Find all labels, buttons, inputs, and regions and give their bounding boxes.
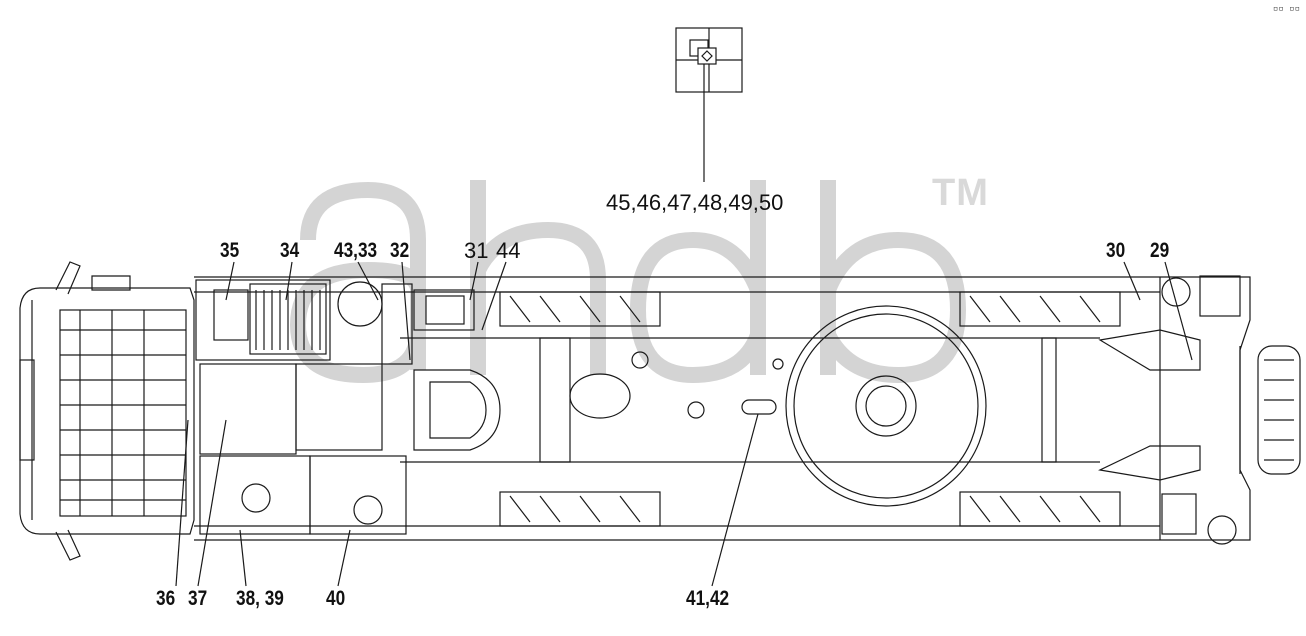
callout-34: 34: [280, 239, 300, 262]
cab-outline: [19, 261, 195, 561]
cutout-plate: [413, 369, 501, 451]
ladder-lower-left: [499, 491, 661, 527]
rear-box-upper: [1199, 275, 1241, 317]
callout-37: 37: [188, 587, 208, 610]
callout-40: 40: [326, 587, 346, 610]
fuel-cap-group: [741, 399, 777, 415]
ladder-upper-right: [959, 291, 1121, 327]
frame-rails: [194, 276, 1251, 541]
ladder-lower-right: [959, 491, 1121, 527]
callout-32: 32: [390, 239, 410, 262]
trademark-symbol: TM: [932, 172, 989, 214]
crossmember-2: [1041, 337, 1057, 463]
callout-31: 31: [464, 238, 489, 263]
callout-44: 44: [496, 238, 521, 263]
connector-box-icon: [675, 27, 743, 93]
callout-30: 30: [1106, 239, 1126, 262]
crossmember-1: [539, 337, 571, 463]
callout-41-42: 41,42: [686, 587, 730, 610]
callout-36: 36: [156, 587, 176, 610]
callout-45-50: 45,46,47,48,49,50: [606, 190, 784, 215]
callout-29: 29: [1150, 239, 1170, 262]
fifth-wheel: [785, 305, 987, 507]
fender-upper: [1098, 329, 1201, 371]
callout-35: 35: [220, 239, 240, 262]
fender-lower: [1098, 445, 1201, 481]
corner-marks: ▫▫ ▫▫: [1272, 4, 1300, 14]
spare-tire: [1239, 345, 1301, 475]
callout-38-39: 38, 39: [236, 587, 284, 610]
ladder-upper-left: [499, 291, 661, 327]
leader-lines: [175, 261, 1193, 587]
callout-43-33: 43,33: [334, 239, 378, 262]
engine-bay: [195, 279, 475, 535]
